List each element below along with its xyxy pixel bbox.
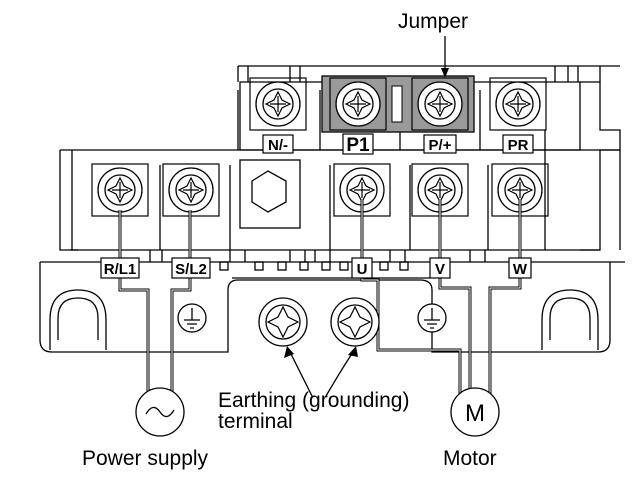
wire-u [360, 200, 462, 400]
screw-p-plus[interactable] [411, 77, 469, 131]
protective-earth-icon [417, 303, 447, 333]
screw-v[interactable] [411, 163, 469, 217]
ac-sine-icon [145, 406, 175, 418]
terminal-u-label: U [357, 261, 368, 278]
terminal-w-label: W [513, 261, 528, 278]
protective-earth-icon [177, 303, 207, 333]
wire-w [488, 200, 522, 400]
screw-u[interactable] [333, 163, 391, 217]
motor-callout: Motor [443, 447, 497, 470]
jumper-callout: Jumper [398, 10, 468, 33]
terminal-p1-label: P1 [346, 135, 370, 156]
terminal-screws [91, 77, 549, 217]
screw-w[interactable] [491, 163, 549, 217]
terminal-p-plus-label: P/+ [429, 137, 452, 154]
motor-letter: M [465, 400, 485, 427]
screw-pr[interactable] [489, 77, 547, 131]
screw-p1[interactable] [329, 77, 387, 131]
terminal-labels: N/- P1 P/+ PR R/L1 S/L2 U V W [100, 133, 534, 279]
earthing-screw-right[interactable] [330, 297, 380, 347]
wire-v [438, 200, 472, 400]
motor-symbol: M [450, 387, 500, 437]
terminal-r-l1-label: R/L1 [104, 261, 137, 278]
power-supply-symbol [135, 387, 185, 437]
terminal-v-label: V [435, 261, 445, 278]
earthing-screw-left[interactable] [258, 297, 308, 347]
power-supply-callout: Power supply [82, 447, 209, 470]
terminal-n-minus-label: N/- [268, 137, 288, 154]
earthing-callout-line2: terminal [218, 410, 293, 433]
terminal-pr-label: PR [508, 137, 529, 154]
earthing-callout-line1: Earthing (grounding) [218, 389, 409, 412]
screw-r-l1[interactable] [91, 163, 149, 217]
screw-s-l2[interactable] [162, 163, 220, 217]
terminal-s-l2-label: S/L2 [175, 261, 207, 278]
screw-n-minus[interactable] [249, 77, 307, 131]
wire-r-l1 [118, 210, 150, 400]
